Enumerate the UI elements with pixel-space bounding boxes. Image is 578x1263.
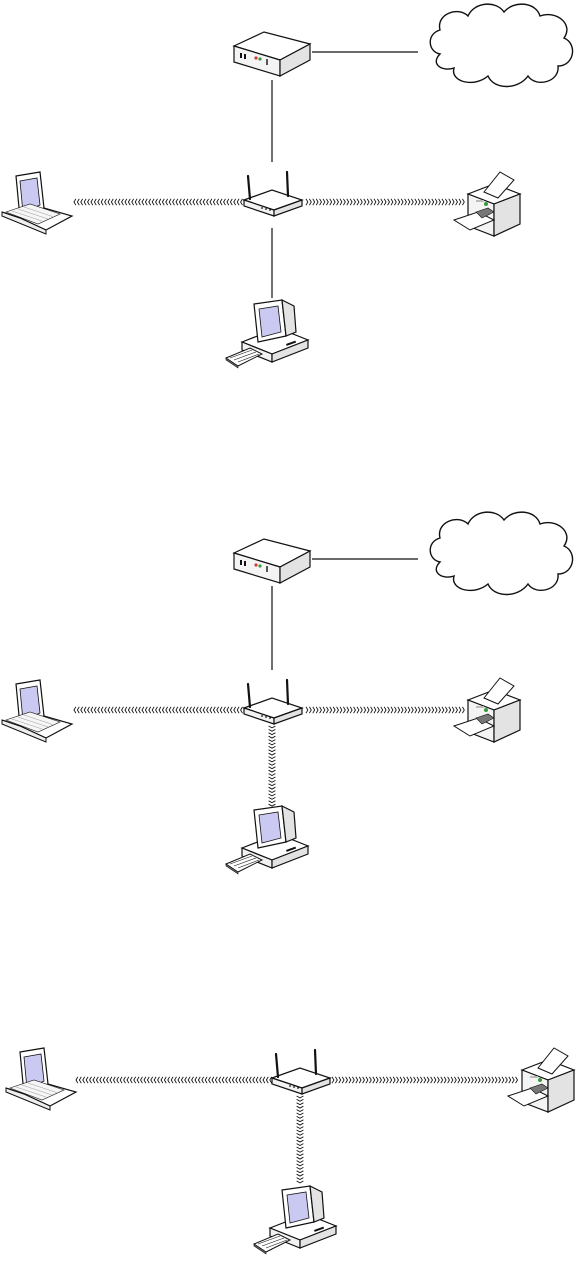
wireless-link-router-desktop	[297, 1096, 304, 1183]
router-icon	[272, 1050, 330, 1094]
wireless-link-router-printer	[306, 707, 464, 713]
wireless-link-router-desktop	[269, 726, 276, 806]
network-diagram-2	[2, 512, 573, 874]
laptop-icon	[2, 680, 72, 742]
wireless-link-router-laptop	[76, 1077, 272, 1083]
cloud-icon	[430, 512, 572, 594]
desktop-icon	[254, 1186, 336, 1254]
laptop-icon	[6, 1048, 76, 1110]
wireless-link-router-laptop	[74, 707, 242, 713]
wireless-link-router-printer	[306, 199, 464, 205]
network-diagram-1	[2, 4, 573, 368]
wireless-link-router-printer	[332, 1077, 517, 1083]
modem-icon	[234, 539, 310, 583]
desktop-icon	[226, 806, 308, 874]
modem-icon	[234, 32, 310, 76]
wireless-link-router-laptop	[74, 199, 242, 205]
cloud-icon	[430, 4, 572, 86]
printer-icon	[454, 172, 520, 236]
desktop-icon	[226, 300, 308, 368]
router-icon	[244, 172, 302, 216]
laptop-icon	[2, 172, 72, 234]
router-icon	[244, 680, 302, 724]
network-diagram-3	[6, 1048, 574, 1254]
